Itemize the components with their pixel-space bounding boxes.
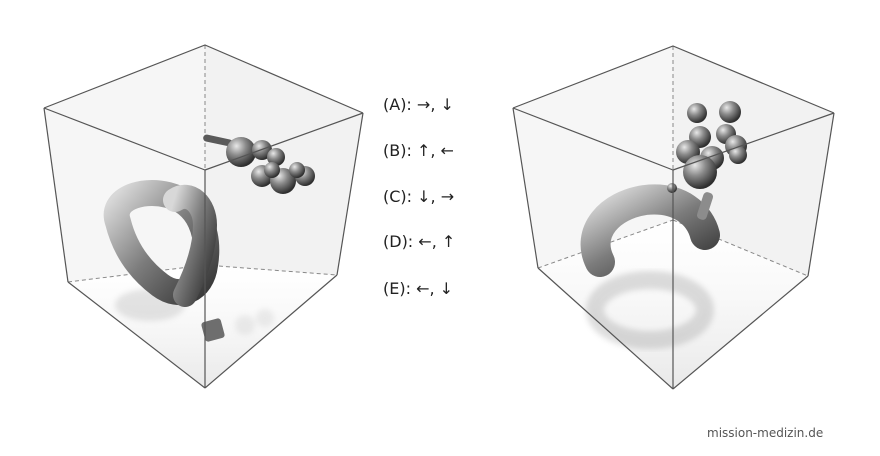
left-cube-hidden-edge [67, 264, 206, 283]
right-cube [512, 45, 835, 390]
answer-option-a: (A): →, ↓ [383, 95, 454, 114]
left-cube-small-block [201, 318, 225, 342]
left-cube [43, 44, 364, 389]
right-cube-reflection [586, 271, 714, 349]
right-cube-rod [696, 192, 714, 220]
right-cube-curved-tube [580, 184, 720, 277]
right-cube-joint [667, 183, 677, 193]
answer-option-e: (E): ←, ↓ [383, 279, 454, 298]
answer-option-d: (D): ←, ↑ [383, 232, 456, 251]
answer-option-c: (C): ↓, → [383, 187, 455, 206]
left-cube-edges [43, 44, 364, 389]
right-cube-edges [512, 45, 835, 390]
left-cube-back-left-face [44, 45, 205, 282]
left-cube-hidden-edge [204, 264, 338, 276]
right-cube-ball-cluster [676, 101, 747, 189]
site-watermark: mission-medizin.de [707, 426, 824, 440]
answer-option-b: (B): ↑, ← [383, 141, 454, 160]
